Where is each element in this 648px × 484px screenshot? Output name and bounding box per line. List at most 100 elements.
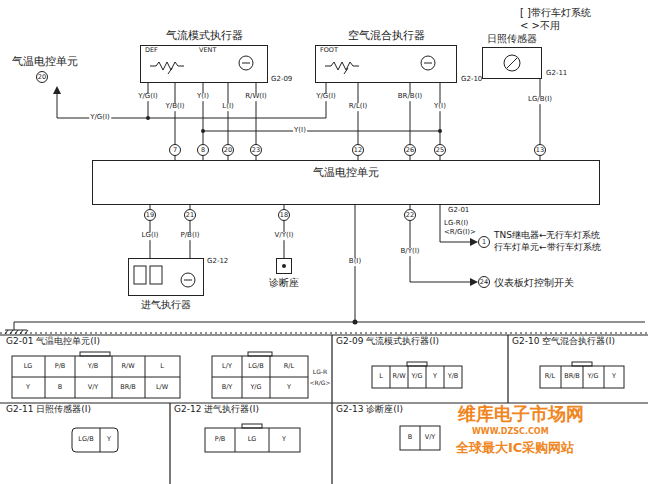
node-heading: 日照传感器 bbox=[487, 33, 537, 44]
connector-outline bbox=[400, 426, 440, 450]
connector-cells bbox=[212, 356, 308, 398]
wire-label: BR/B(I) bbox=[397, 93, 423, 101]
panel-title: G2-13 诊断座(I) bbox=[336, 405, 403, 415]
note: [ ]带行车灯系统 bbox=[520, 7, 591, 18]
node-heading: 空气混合执行器 bbox=[348, 30, 425, 42]
pin-number: 8 bbox=[197, 144, 209, 156]
sensor-box: 日照传感器 bbox=[482, 47, 542, 79]
pin-name: P/B bbox=[215, 436, 226, 443]
connector-outline bbox=[372, 366, 462, 388]
pin-name: B bbox=[58, 384, 62, 391]
pin-name: <R/G> bbox=[310, 380, 331, 387]
note: < >不用 bbox=[520, 20, 560, 31]
connector-cells bbox=[235, 428, 269, 452]
pin-name: Y bbox=[433, 373, 437, 380]
pin-name: Y/G bbox=[411, 373, 422, 380]
pin-number: 24 bbox=[478, 276, 490, 288]
connector-cells bbox=[100, 428, 101, 452]
pin-name: B bbox=[408, 434, 412, 441]
actuator-box: 空气混合执行器FOOT bbox=[315, 45, 457, 83]
pin-number: 12 bbox=[352, 144, 364, 156]
wire-label: B/Y(I) bbox=[400, 248, 421, 256]
external-unit: 行车灯单元←带行车灯系统 bbox=[494, 243, 601, 253]
wire-label: B(I) bbox=[348, 258, 362, 266]
pin-name: Y/B bbox=[448, 373, 459, 380]
watermark: WWW.DZSC.COM bbox=[472, 428, 549, 437]
pin-number: 13 bbox=[534, 144, 546, 156]
actuator-box: 进气执行器 bbox=[128, 258, 204, 296]
pin-number: 18 bbox=[278, 209, 290, 221]
control-unit-band: 气温电控单元 bbox=[92, 160, 600, 205]
pin-name: V/Y bbox=[425, 434, 436, 441]
connector-latch bbox=[407, 362, 427, 366]
panel-title: G2-01 气温电控单元(I) bbox=[6, 337, 100, 347]
switch-symbol bbox=[134, 266, 146, 284]
wire-label: L(I) bbox=[221, 103, 234, 111]
connector-id: G2-10 bbox=[461, 76, 482, 84]
node-note: DEF bbox=[145, 47, 158, 54]
ground-symbol bbox=[14, 322, 15, 330]
external-unit: TNS继电器←无行车灯系统 bbox=[494, 231, 600, 241]
arrow-head bbox=[470, 238, 478, 246]
switch-symbol bbox=[150, 266, 162, 284]
pin-number: 23 bbox=[250, 144, 262, 156]
pin-name: Y bbox=[26, 384, 30, 391]
arrow-head bbox=[470, 278, 478, 286]
junction-dot bbox=[146, 116, 150, 120]
pin-name: R/L bbox=[545, 373, 555, 380]
wire-label: LG(I) bbox=[141, 232, 160, 240]
resistor-symbol bbox=[325, 62, 359, 70]
connector-outline bbox=[72, 428, 118, 452]
motor-symbol bbox=[239, 56, 253, 70]
connector-latch bbox=[80, 352, 110, 356]
watermark: 全球最大IC采购网站 bbox=[456, 441, 574, 455]
node-note: VENT bbox=[199, 47, 216, 54]
pin-number: 20 bbox=[36, 71, 48, 83]
motor-symbol bbox=[181, 273, 195, 287]
wire bbox=[410, 205, 472, 282]
connector-outline bbox=[212, 356, 308, 398]
wire-label: LG/B(I) bbox=[527, 96, 553, 104]
connector-outline bbox=[540, 366, 624, 388]
motor-symbol bbox=[242, 63, 250, 64]
pin-name: LG/B bbox=[248, 363, 263, 370]
panel-title: G2-12 进气执行器(I) bbox=[174, 405, 259, 415]
panel-grid bbox=[0, 335, 648, 484]
connector-id: G2-01 bbox=[448, 207, 469, 215]
pin-name: LG-R bbox=[313, 369, 327, 376]
pin-number: 22 bbox=[404, 209, 416, 221]
wire-label: R/L(I) bbox=[348, 103, 369, 111]
pin-name: L bbox=[379, 373, 383, 380]
panel-title: G2-10 空气混合执行器(I) bbox=[512, 337, 615, 347]
wire bbox=[203, 131, 440, 132]
wiper-symbol bbox=[168, 68, 172, 74]
pin-name: R/L bbox=[284, 363, 294, 370]
pin-name: R/W bbox=[121, 363, 134, 370]
node-heading: 气流模式执行器 bbox=[166, 30, 243, 42]
terminal-dot bbox=[282, 264, 286, 268]
connector-outline bbox=[205, 428, 300, 452]
connector-latch bbox=[572, 362, 592, 366]
pin-name: BR/B bbox=[564, 373, 580, 380]
panel-rule bbox=[0, 333, 648, 334]
motor-symbol bbox=[184, 280, 192, 281]
pin-name: LG bbox=[24, 363, 33, 370]
wire-label: V/Y(I) bbox=[274, 232, 295, 240]
pin-name: LG bbox=[248, 436, 257, 443]
node-note: FOOT bbox=[320, 47, 338, 54]
wiper-symbol bbox=[344, 68, 348, 74]
arrow-head bbox=[53, 86, 61, 94]
actuator-box: 气流模式执行器DEFVENT bbox=[140, 45, 268, 83]
connector-cells bbox=[390, 366, 444, 388]
motor-symbol bbox=[421, 56, 435, 70]
connector-latch bbox=[248, 352, 272, 356]
pin-name: L/W bbox=[156, 384, 168, 391]
wire-label: Y(I) bbox=[293, 127, 307, 135]
pin-name: Y bbox=[287, 384, 291, 391]
wire-label: Y(I) bbox=[433, 103, 447, 111]
connector-id: G2-09 bbox=[271, 76, 292, 84]
pin-name: L bbox=[160, 363, 164, 370]
pin-name: R/W bbox=[392, 373, 405, 380]
watermark: 维库电子市场网 bbox=[458, 404, 584, 424]
